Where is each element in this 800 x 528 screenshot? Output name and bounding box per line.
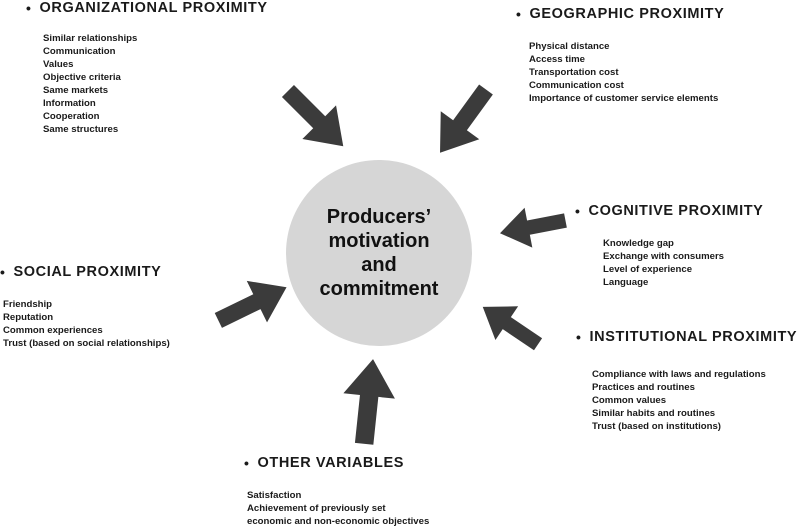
list-item: Exchange with consumers <box>603 251 725 262</box>
cognitive-proximity-section: • COGNITIVE PROXIMITY Knowledge gap Exch… <box>575 203 763 289</box>
social-proximity-section: • SOCIAL PROXIMITY Friendship Reputation… <box>0 264 170 350</box>
list-item: Same markets <box>43 85 109 96</box>
organizational-items-list: Similar relationships Communication Valu… <box>43 32 268 136</box>
list-item: Knowledge gap <box>603 238 674 249</box>
list-item: Communication cost <box>529 80 624 91</box>
list-item: Satisfaction <box>247 490 302 501</box>
list-item: economic and non-economic objectives <box>247 516 430 527</box>
list-item: Information <box>43 98 96 109</box>
list-item: Objective criteria <box>43 72 121 83</box>
other-items-list: Satisfaction Achievement of previously s… <box>247 489 429 528</box>
heading-text: INSTITUTIONAL PROXIMITY <box>589 329 798 345</box>
list-item: Transportation cost <box>529 67 619 78</box>
geographic-proximity-heading: • GEOGRAPHIC PROXIMITY <box>516 6 724 22</box>
list-item: Importance of customer service elements <box>529 93 719 104</box>
list-item: Common values <box>592 395 667 406</box>
organizational-proximity-section: • ORGANIZATIONAL PROXIMITY Similar relat… <box>26 0 268 136</box>
list-item: Reputation <box>3 312 54 323</box>
bullet-icon: • <box>26 0 32 16</box>
list-item: Language <box>603 277 649 288</box>
arrow-from-geographic <box>440 84 493 153</box>
list-item: Friendship <box>3 299 53 310</box>
list-item: Physical distance <box>529 41 610 52</box>
list-item: Trust (based on institutions) <box>592 421 721 432</box>
cognitive-items-list: Knowledge gap Exchange with consumers Le… <box>603 237 763 289</box>
cognitive-proximity-heading: • COGNITIVE PROXIMITY <box>575 203 763 219</box>
list-item: Same structures <box>43 124 119 135</box>
heading-text: COGNITIVE PROXIMITY <box>588 203 764 219</box>
institutional-items-list: Compliance with laws and regulations Pra… <box>592 368 797 433</box>
other-variables-section: • OTHER VARIABLES Satisfaction Achieveme… <box>244 455 429 528</box>
list-item: Similar habits and routines <box>592 408 716 419</box>
list-item: Access time <box>529 54 585 65</box>
list-item: Level of experience <box>603 264 693 275</box>
list-item: Similar relationships <box>43 33 138 44</box>
arrow-from-social <box>214 280 287 328</box>
arrow-from-cognitive <box>499 207 567 248</box>
heading-text: SOCIAL PROXIMITY <box>13 264 162 280</box>
bullet-icon: • <box>576 329 582 345</box>
geographic-proximity-section: • GEOGRAPHIC PROXIMITY Physical distance… <box>516 6 724 105</box>
list-item: Cooperation <box>43 111 100 122</box>
list-item: Achievement of previously set <box>247 503 386 514</box>
bullet-icon: • <box>0 264 6 280</box>
heading-text: GEOGRAPHIC PROXIMITY <box>529 6 725 22</box>
list-item: Communication <box>43 46 116 57</box>
list-item: Compliance with laws and regulations <box>592 369 766 380</box>
other-variables-heading: • OTHER VARIABLES <box>244 455 429 471</box>
organizational-proximity-heading: • ORGANIZATIONAL PROXIMITY <box>26 0 268 16</box>
arrow-from-institutional <box>482 306 543 351</box>
heading-text: ORGANIZATIONAL PROXIMITY <box>39 0 268 16</box>
arrow-from-other <box>343 359 395 445</box>
social-proximity-heading: • SOCIAL PROXIMITY <box>0 264 170 280</box>
center-circle: Producers’ motivation and commitment <box>286 160 472 346</box>
arrow-from-organizational <box>281 84 344 147</box>
social-items-list: Friendship Reputation Common experiences… <box>3 298 170 350</box>
list-item: Trust (based on social relationships) <box>3 338 170 349</box>
list-item: Values <box>43 59 74 70</box>
bullet-icon: • <box>575 203 581 219</box>
list-item: Common experiences <box>3 325 103 336</box>
geographic-items-list: Physical distance Access time Transporta… <box>529 40 724 105</box>
list-item: Practices and routines <box>592 382 695 393</box>
center-label: Producers’ motivation and commitment <box>319 206 439 300</box>
bullet-icon: • <box>516 6 522 22</box>
institutional-proximity-section: • INSTITUTIONAL PROXIMITY Compliance wit… <box>576 329 797 433</box>
institutional-proximity-heading: • INSTITUTIONAL PROXIMITY <box>576 329 797 345</box>
bullet-icon: • <box>244 455 250 471</box>
heading-text: OTHER VARIABLES <box>257 455 405 471</box>
